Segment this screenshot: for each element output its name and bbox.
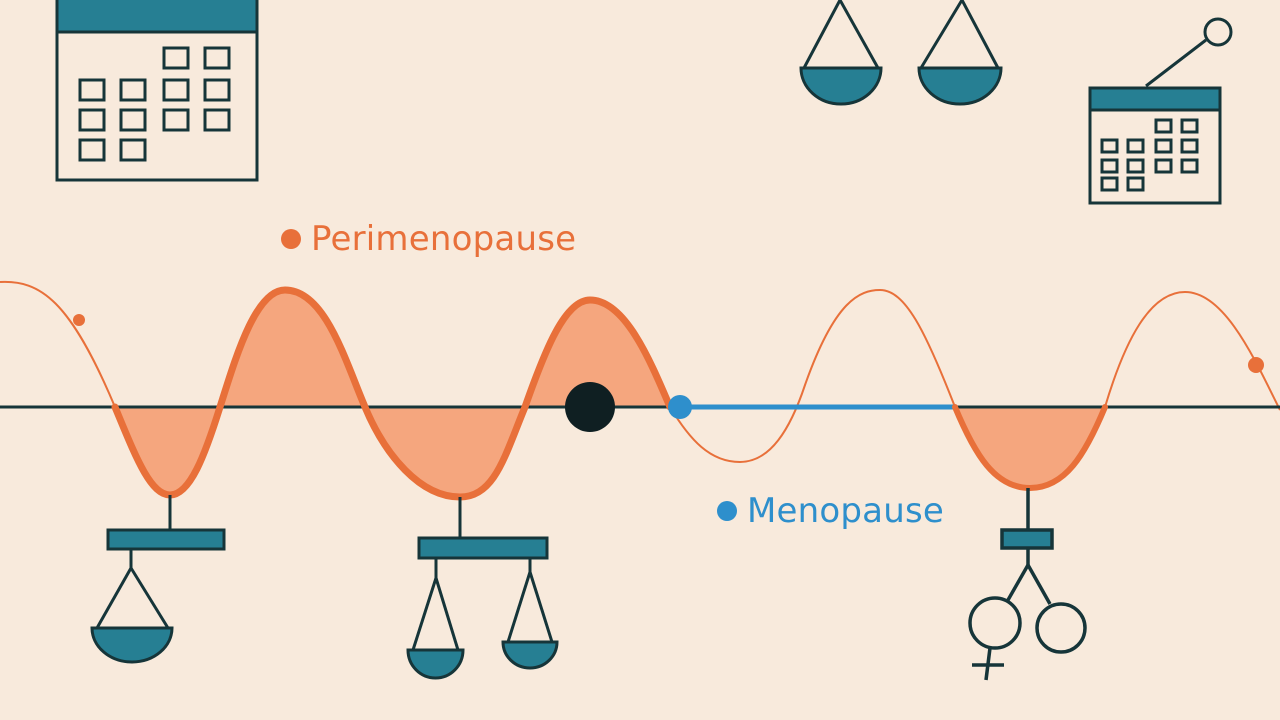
balance-scale-icon [799,0,1003,106]
wave-marker-right [1248,357,1264,373]
thick-hormone-wave-right [952,404,1108,492]
menopause-start-point [668,395,692,419]
wave-marker-left [73,314,85,326]
perimenopause-dot [281,229,301,249]
calendar-icon [55,0,259,182]
perimenopause-label: Perimenopause [281,219,576,259]
transition-point [565,382,615,432]
female-male-symbol-icon [968,488,1087,681]
balance-scale-icon [406,497,559,680]
calendar-with-pin-icon [1088,17,1233,205]
perimenopause-text: Perimenopause [311,219,577,259]
balance-scale-icon [90,495,226,664]
menopause-text: Menopause [747,491,945,531]
menopause-label: Menopause [717,491,944,531]
thick-hormone-wave [111,286,674,501]
menopause-dot [717,501,737,521]
